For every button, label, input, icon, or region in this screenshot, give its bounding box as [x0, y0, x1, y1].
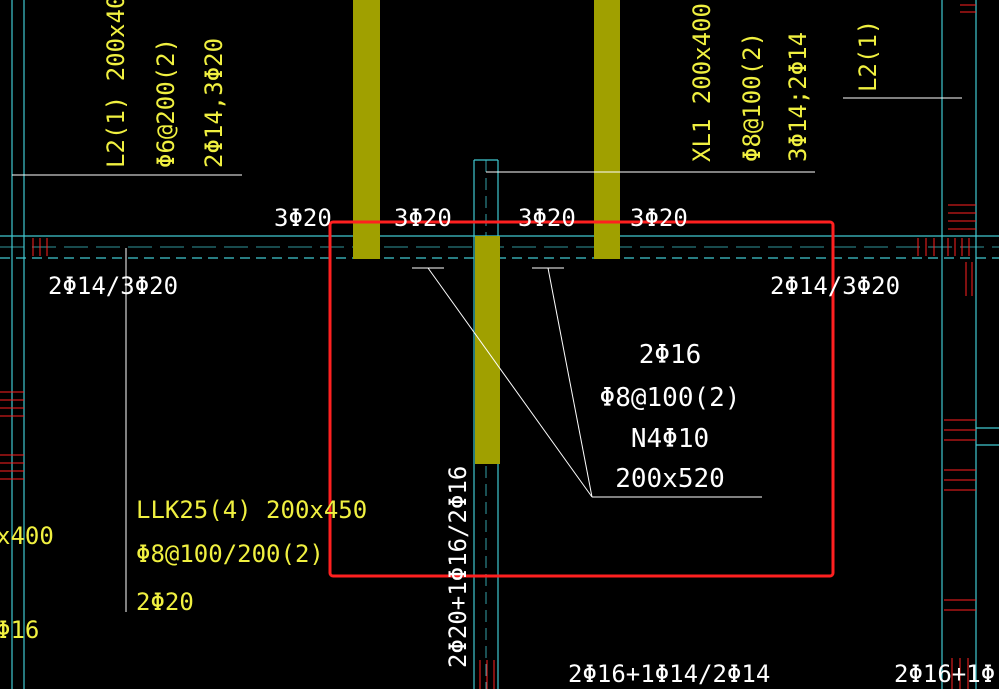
red-hatch-marks [0, 4, 976, 689]
vertical-rebar-label: 2Φ20+1Φ16/2Φ16 [444, 466, 472, 668]
beam-band-center [475, 236, 500, 464]
top-rebar-label-3: 3Φ20 [518, 204, 576, 232]
callout-section-size: 200x520 [615, 464, 725, 494]
llk-beam-name-label: LLK25(4) 200x450 [136, 496, 367, 524]
selection-highlight-box[interactable] [328, 220, 835, 578]
l2-beam-bars-label: 2Φ14,3Φ20 [200, 38, 228, 168]
white-leader-lines [12, 97, 962, 612]
top-rebar-label-2: 3Φ20 [394, 204, 452, 232]
l2-beam-name-label: L2(1) 200x400 [102, 0, 130, 168]
beam-band-left [353, 0, 380, 259]
bottom-rebar-mid-label: 2Φ16+1Φ14/2Φ14 [568, 660, 770, 688]
bottom-rebar-right-label: 2Φ16+1Φ [894, 660, 995, 688]
callout-main-bars: 2Φ16 [639, 340, 702, 370]
xl1-beam-bars-label: 3Φ14;2Φ14 [784, 32, 812, 162]
beam-band-right [594, 0, 620, 259]
top-rebar-label-1: 3Φ20 [274, 204, 332, 232]
support-rebar-right-label: 2Φ14/3Φ20 [770, 272, 900, 300]
l2-right-label: L2(1) [854, 20, 882, 92]
olive-beam-bands [353, 0, 620, 464]
llk-beam-bars-label: 2Φ20 [136, 588, 194, 616]
left-edge-size-label: x400 [0, 522, 54, 550]
xl1-beam-stirrup-label: Φ8@100(2) [738, 32, 766, 162]
support-rebar-left-label: 2Φ14/3Φ20 [48, 272, 178, 300]
top-rebar-label-4: 3Φ20 [630, 204, 688, 232]
llk-beam-stirrup-label: Φ8@100/200(2) [136, 540, 324, 568]
callout-side-bars: N4Φ10 [631, 424, 709, 454]
l2-beam-stirrup-label: Φ6@200(2) [152, 38, 180, 168]
xl1-beam-name-label: XL1 200x400 [688, 3, 716, 162]
callout-stirrup: Φ8@100(2) [600, 383, 741, 413]
left-edge-bars-label: Φ16 [0, 616, 39, 644]
